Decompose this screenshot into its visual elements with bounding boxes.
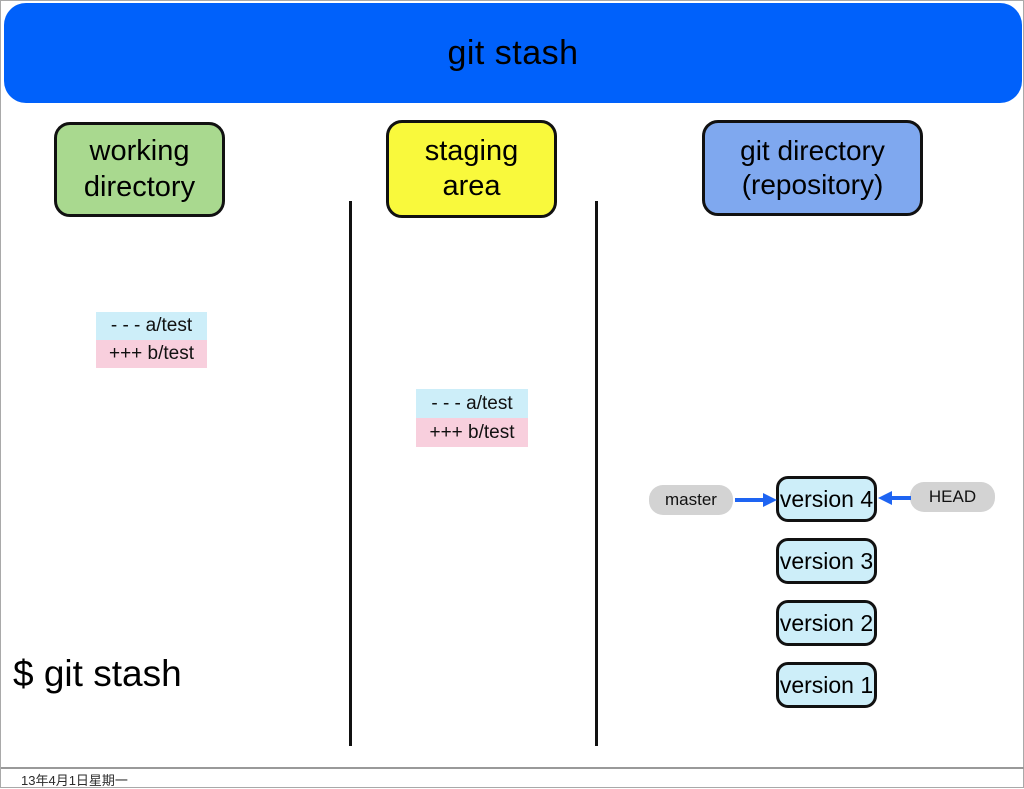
commit-box-version-2: version 2 — [776, 600, 877, 646]
footer-divider — [1, 767, 1024, 769]
slide-title: git stash — [447, 33, 579, 72]
git-directory-box: git directory (repository) — [702, 120, 923, 216]
working-directory-label-line2: directory — [83, 170, 196, 203]
master-arrow — [735, 493, 777, 507]
staging-area-label-line2: area — [442, 170, 501, 202]
commit-box-version-3: version 3 — [776, 538, 877, 584]
column-separator-right — [595, 201, 598, 746]
staging-area-box: staging area — [386, 120, 557, 218]
git-directory-label-line2: (repository) — [741, 169, 884, 200]
footer-date: 13年4月1日星期一 — [21, 773, 128, 788]
working-directory-box: working directory — [54, 122, 225, 217]
diff-removed-line: - - - a/test — [96, 312, 207, 340]
diff-removed-line: - - - a/test — [416, 389, 528, 418]
working-directory-label-line1: working — [89, 135, 190, 168]
head-ref-label: HEAD — [910, 482, 995, 512]
commit-box-version-4: version 4 — [776, 476, 877, 522]
diff-added-line: +++ b/test — [416, 418, 528, 447]
title-bar: git stash — [4, 3, 1022, 103]
diff-added-line: +++ b/test — [96, 340, 207, 368]
staging-area-label-line1: staging — [424, 134, 519, 167]
staging-diff-snippet: - - - a/test +++ b/test — [416, 389, 528, 447]
commit-box-version-1: version 1 — [776, 662, 877, 708]
git-directory-label-line1: git directory — [740, 134, 885, 166]
head-arrow — [878, 491, 911, 505]
working-diff-snippet: - - - a/test +++ b/test — [96, 312, 207, 368]
master-ref-label: master — [649, 485, 733, 515]
shell-command: $ git stash — [13, 653, 182, 694]
column-separator-left — [349, 201, 352, 746]
